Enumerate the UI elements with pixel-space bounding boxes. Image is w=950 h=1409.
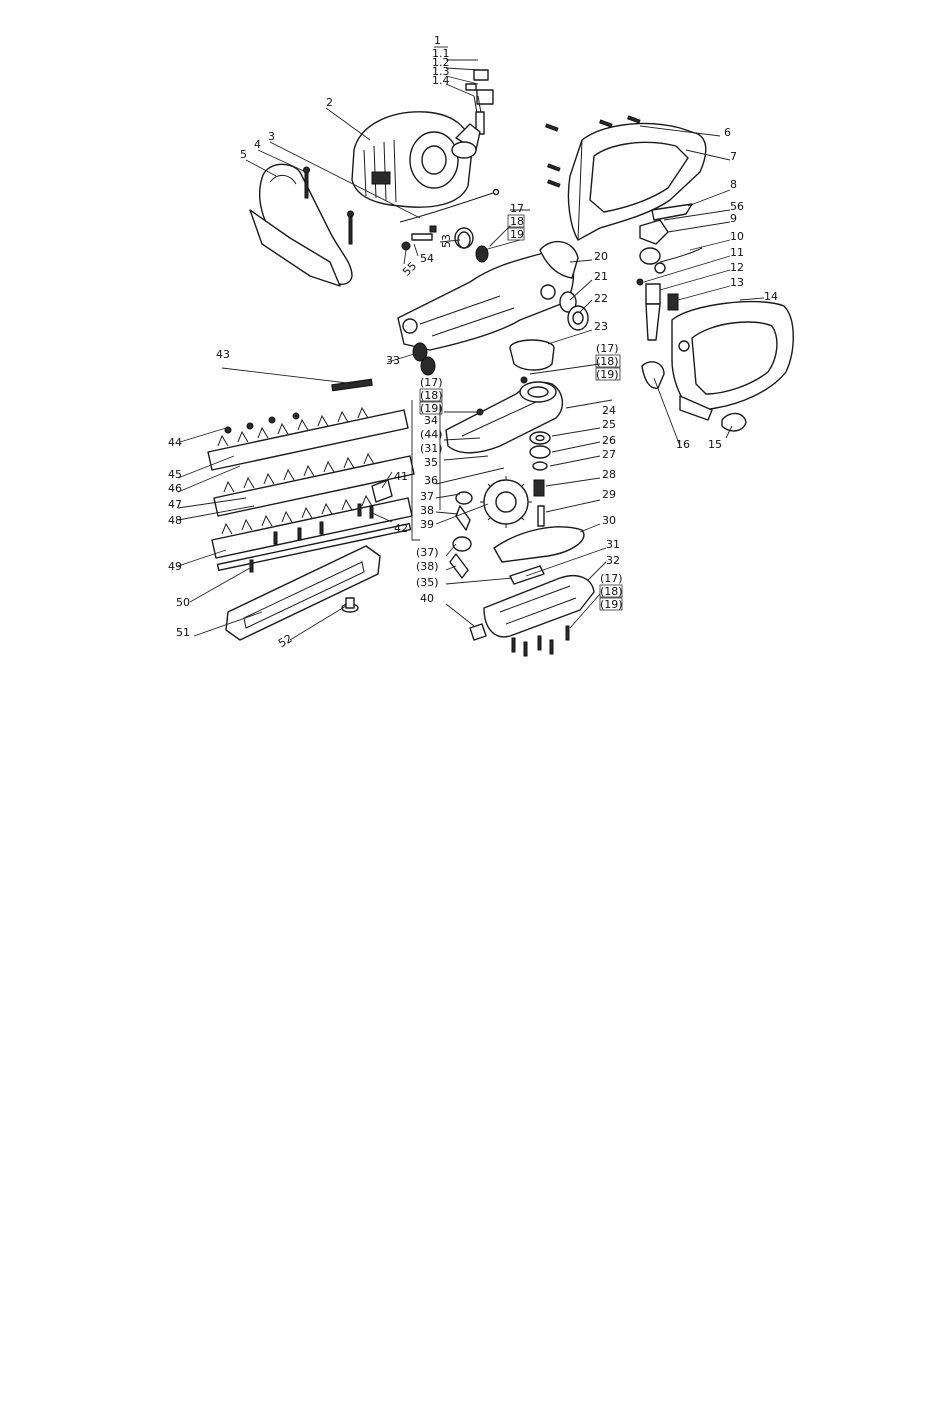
callout-24: 24 <box>602 404 616 417</box>
part-52-knob <box>342 598 358 612</box>
part-40-clip <box>470 624 486 640</box>
callout-12: 12 <box>730 261 744 274</box>
part-16-cover <box>642 362 664 388</box>
callout-35b: (35) <box>416 576 439 589</box>
callout-26: 26 <box>602 434 616 447</box>
parts-37-38-rods <box>450 492 472 578</box>
callout-54: 54 <box>420 252 434 265</box>
part-30-gasket <box>494 527 584 562</box>
part-41 <box>372 480 392 502</box>
callout-15: 15 <box>708 438 722 451</box>
callout-38b: (38) <box>416 560 439 573</box>
callout-55: 55 <box>400 260 419 279</box>
callout-37: 37 <box>420 490 434 503</box>
callout-34: 34 <box>424 414 438 427</box>
callout-14: 14 <box>764 290 778 303</box>
callout-6: 6 <box>724 126 731 139</box>
callout-17-bot: (17) <box>600 572 623 585</box>
callout-10: 10 <box>730 230 744 243</box>
callout-7: 7 <box>730 150 737 163</box>
callout-13: 13 <box>730 276 744 289</box>
callout-19-mid: (19) <box>596 368 619 381</box>
part-7-front-handle <box>568 124 705 240</box>
callout-37b: (37) <box>416 546 439 559</box>
callout-48: 48 <box>168 514 182 527</box>
callout-47: 47 <box>168 498 182 511</box>
part-15-cap <box>722 413 746 431</box>
callout-25: 25 <box>602 418 616 431</box>
callout-18-left: (18) <box>420 389 443 402</box>
callout-8: 8 <box>730 178 737 191</box>
callout-32: 32 <box>606 554 620 567</box>
part-29-pin <box>538 506 544 526</box>
callout-5: 5 <box>240 148 247 161</box>
parts-illustration <box>208 70 793 656</box>
callout-16: 16 <box>676 438 690 451</box>
callout-9: 9 <box>730 212 737 225</box>
callout-35: 35 <box>424 456 438 469</box>
callout-36: 36 <box>424 474 438 487</box>
callout-29: 29 <box>602 488 616 501</box>
callout-3: 3 <box>268 130 275 143</box>
callout-1-4: 1.4 <box>432 74 450 87</box>
parts-25-28 <box>530 432 550 496</box>
callout-11: 11 <box>730 246 744 259</box>
callout-19-bot: (19) <box>600 598 623 611</box>
callout-18-mid: (18) <box>596 355 619 368</box>
callout-41: 41 <box>394 470 408 483</box>
callout-23: 23 <box>594 320 608 333</box>
blade-assembly <box>208 379 414 570</box>
callout-46: 46 <box>168 482 182 495</box>
callout-21: 21 <box>594 270 608 283</box>
callout-17-left: (17) <box>420 376 443 389</box>
callout-50: 50 <box>176 596 190 609</box>
callout-43: 43 <box>216 348 230 361</box>
callout-18-bot: (18) <box>600 585 623 598</box>
callout-22: 22 <box>594 292 608 305</box>
part-39-gear <box>480 476 532 528</box>
callout-17-top: 17 <box>510 202 524 215</box>
callout-1: 1 <box>434 34 441 47</box>
callout-38: 38 <box>420 504 434 517</box>
callout-39: 39 <box>420 518 434 531</box>
callout-49: 49 <box>168 560 182 573</box>
callout-45: 45 <box>168 468 182 481</box>
callout-31: 31 <box>606 538 620 551</box>
callout-4: 4 <box>254 138 261 151</box>
callout-42: 42 <box>394 522 408 535</box>
callout-20: 20 <box>594 250 608 263</box>
callout-27: 27 <box>602 448 616 461</box>
callout-18-top: 18 <box>510 215 524 228</box>
part-14-rear-grip <box>672 302 793 420</box>
callout-30: 30 <box>602 514 616 527</box>
callout-44: 44 <box>168 436 182 449</box>
callout-44b: (44) <box>420 428 443 441</box>
callout-40: 40 <box>420 592 434 605</box>
part-32-bottom-cover <box>484 576 594 637</box>
part-5-rear-handle <box>250 164 352 286</box>
callout-28: 28 <box>602 468 616 481</box>
callout-51: 51 <box>176 626 190 639</box>
part-31-plate <box>510 566 544 584</box>
callout-31b: (31) <box>420 442 443 455</box>
callout-17-mid: (17) <box>596 342 619 355</box>
callout-52: 52 <box>276 632 295 650</box>
callout-53: 53 <box>440 234 453 248</box>
callout-19-top: 19 <box>510 228 524 241</box>
callout-2: 2 <box>326 96 333 109</box>
callout-33: 33 <box>386 354 400 367</box>
parts-8-10-trigger <box>640 204 702 273</box>
